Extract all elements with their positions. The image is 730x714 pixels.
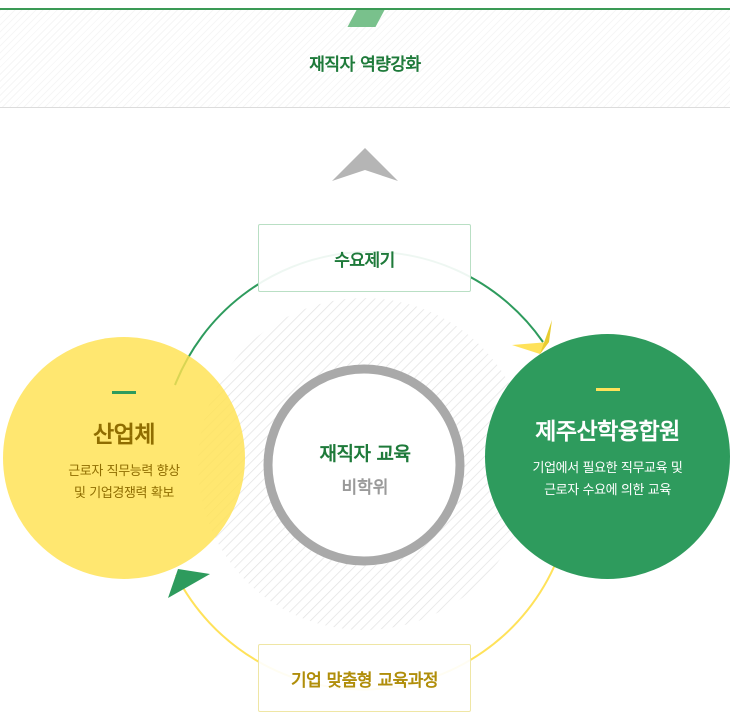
top-banner: 재직자 역량강화 bbox=[0, 8, 730, 108]
up-arrow-icon bbox=[332, 148, 398, 181]
curriculum-label: 기업 맞춤형 교육과정 bbox=[258, 644, 471, 712]
jeju-desc-line2: 근로자 수요에 의한 교육 bbox=[544, 483, 671, 498]
industry-desc-line1: 근로자 직무능력 향상 bbox=[68, 464, 180, 479]
jeju-desc-line1: 기업에서 필요한 직무교육 및 bbox=[532, 461, 683, 476]
center-ring bbox=[263, 364, 465, 566]
industry-desc: 근로자 직무능력 향상 및 기업경쟁력 확보 bbox=[13, 461, 235, 505]
center-title: 재직자 교육 bbox=[319, 443, 411, 465]
banner-title: 재직자 역량강화 bbox=[309, 55, 421, 75]
industry-desc-line2: 및 기업경쟁력 확보 bbox=[74, 486, 174, 501]
jeju-dash bbox=[595, 388, 620, 391]
arrowhead-left-icon bbox=[168, 569, 210, 598]
jeju-desc: 기업에서 필요한 직무교육 및 근로자 수요에 의한 교육 bbox=[495, 458, 720, 502]
jeju-node: 제주산학융합원 기업에서 필요한 직무교육 및 근로자 수요에 의한 교육 bbox=[485, 334, 730, 579]
industry-node: 산업체 근로자 직무능력 향상 및 기업경쟁력 확보 bbox=[3, 337, 245, 579]
jeju-title: 제주산학융합원 bbox=[535, 419, 680, 445]
industry-dash bbox=[112, 391, 136, 394]
center-label: 재직자 교육 비학위 bbox=[264, 365, 466, 567]
center-subtitle: 비학위 bbox=[341, 478, 389, 498]
demand-label: 수요제기 bbox=[258, 224, 471, 292]
arrowhead-right-icon bbox=[512, 342, 549, 354]
industry-title: 산업체 bbox=[93, 422, 155, 448]
arrowhead-right-tip-icon bbox=[540, 320, 552, 354]
